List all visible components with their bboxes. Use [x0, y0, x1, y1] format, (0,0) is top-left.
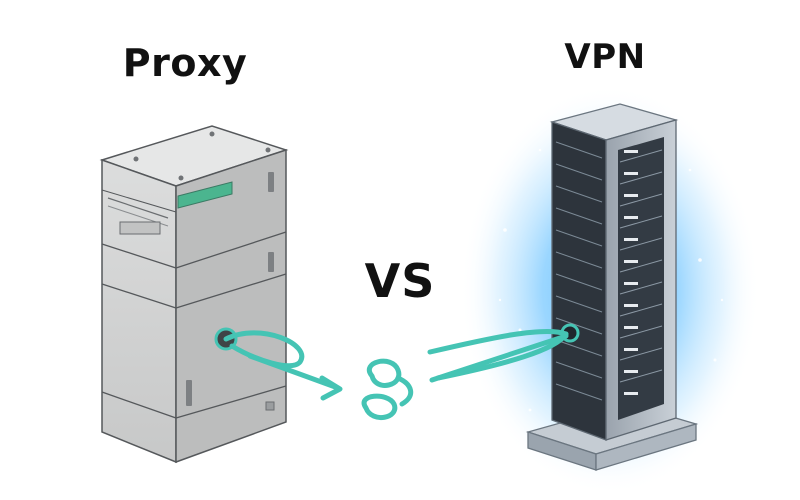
proxy-server-icon: [102, 126, 286, 462]
vs-label: VS: [355, 258, 445, 304]
proxy-label: Proxy: [100, 44, 270, 82]
vpn-label: VPN: [545, 40, 665, 74]
vpn-server-rack-icon: [460, 85, 760, 495]
